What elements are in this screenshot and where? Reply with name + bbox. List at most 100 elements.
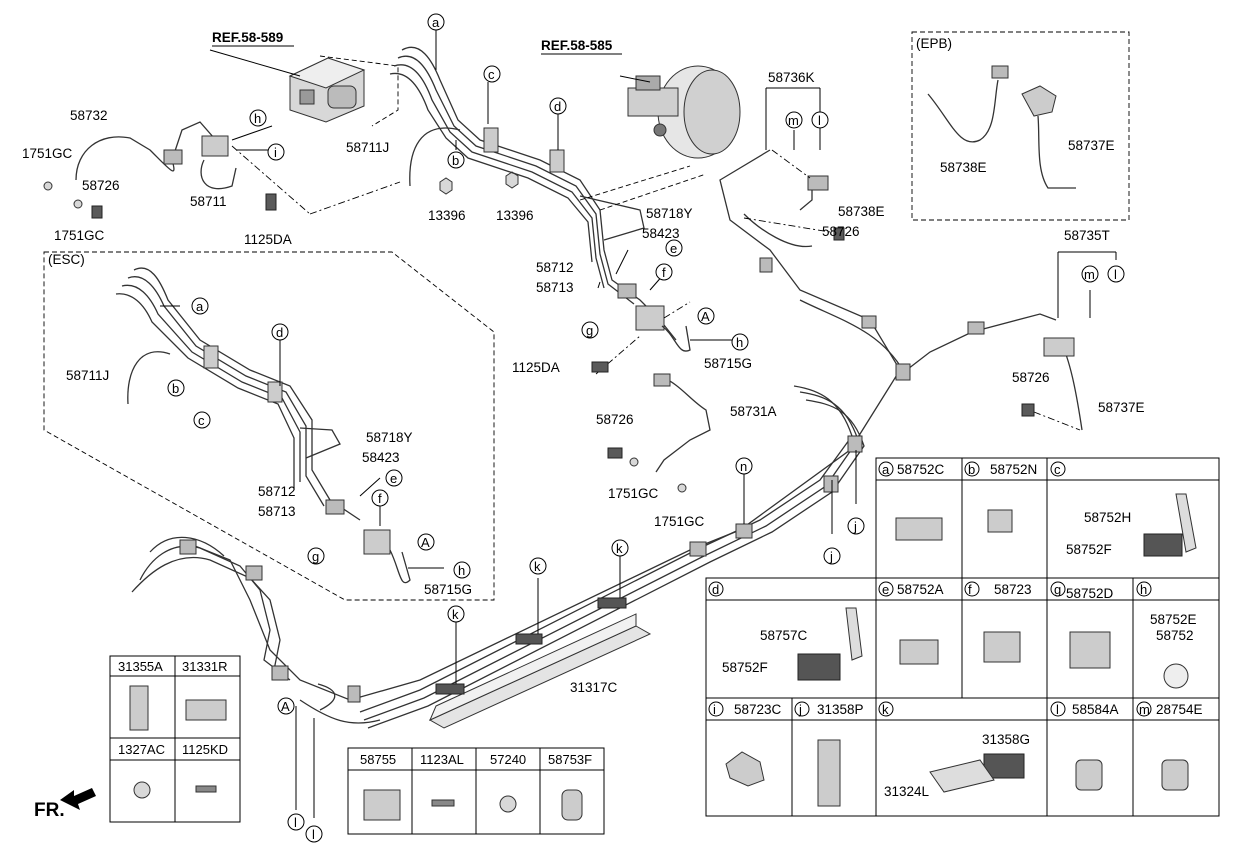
pipe-clip — [967, 321, 985, 335]
clip-e-esc — [325, 499, 345, 515]
callout-h-esc: h — [458, 563, 465, 578]
legend-callout — [878, 461, 894, 477]
legend-g-letter: g — [1054, 582, 1061, 597]
clip-31355a — [129, 685, 149, 731]
callout-l4: l — [312, 827, 315, 842]
clip-58752e — [1163, 663, 1189, 689]
leader — [599, 173, 707, 211]
label-58711j-top: 58711J — [346, 140, 389, 155]
legend-m-part: 28754E — [1156, 702, 1203, 717]
pipe-58732 — [75, 121, 215, 181]
bolt-1125da-b — [591, 361, 609, 373]
callout-g-esc: g — [312, 549, 319, 564]
bracket-58752h — [1175, 493, 1197, 553]
legend-callout — [708, 701, 724, 717]
epb-group-outline — [911, 31, 1130, 221]
legend-j-part: 31358P — [817, 702, 864, 717]
callout-a: a — [432, 15, 440, 30]
label-1751gc-a: 1751GC — [22, 146, 73, 161]
clip-k — [515, 633, 543, 645]
callout-A-bottom: A — [281, 699, 290, 714]
block-f — [635, 305, 665, 331]
legend-grid — [705, 457, 1220, 817]
clip-k — [435, 683, 465, 695]
bracket-d-esc — [267, 381, 283, 403]
legend-c-part-2: 58752F — [1066, 542, 1112, 557]
leader — [663, 301, 691, 319]
callout-d: d — [554, 99, 561, 114]
pipe-clip — [823, 475, 839, 493]
legend-callout — [1050, 581, 1066, 597]
bolt-58726-d — [607, 447, 623, 459]
label-58726-c: 58726 — [1012, 370, 1050, 385]
callout-b-esc: b — [172, 381, 179, 396]
bottom-parts-table — [347, 747, 605, 835]
label-58718y-top: 58718Y — [646, 206, 693, 221]
nut-13396-a — [439, 177, 453, 195]
callout-f: f — [662, 265, 666, 280]
callout-A: A — [701, 309, 710, 324]
pipe-clip — [759, 257, 773, 273]
cap-58753f — [561, 789, 583, 821]
legend-k-part-2: 31324L — [884, 784, 930, 799]
epb-bracket — [1021, 85, 1057, 117]
bracket-d — [549, 149, 565, 173]
table-1123al: 1123AL — [420, 752, 464, 767]
leader — [579, 165, 691, 201]
bracket-c-esc — [203, 345, 219, 369]
label-58423-esc: 58423 — [362, 450, 400, 465]
front-arrow — [60, 788, 96, 810]
callout-f-esc: f — [378, 491, 382, 506]
hose-bracket — [1043, 337, 1075, 357]
table-58753f: 58753F — [548, 752, 592, 767]
legend-callout — [1050, 701, 1066, 717]
clip-58752f-d — [797, 653, 841, 681]
callout-j2: j — [853, 519, 857, 534]
leader — [595, 335, 641, 375]
leader — [771, 149, 811, 179]
legend-d-part-2: 58752F — [722, 660, 768, 675]
bolt-1125kd — [195, 785, 217, 793]
callout-e-esc: e — [390, 471, 397, 486]
callout-n: n — [740, 459, 747, 474]
legend-callout — [964, 581, 980, 597]
pipe-bracket — [201, 135, 229, 157]
callout-l3: l — [294, 815, 297, 830]
bolt-1751gc — [43, 181, 53, 191]
clip-58752f — [1143, 533, 1183, 557]
bolt-58726-c — [1021, 403, 1035, 417]
pipe-clip — [245, 565, 263, 581]
epb-clip — [991, 65, 1009, 79]
legend-g-part: 58752D — [1066, 586, 1114, 601]
label-58738e-epb: 58738E — [940, 160, 987, 175]
block-f-esc — [363, 529, 391, 555]
callout-A-esc: A — [421, 535, 430, 550]
legend-callout — [878, 701, 894, 717]
front-left-pipes — [131, 536, 291, 681]
legend-b-letter: b — [968, 462, 975, 477]
legend-d-part-1: 58757C — [760, 628, 808, 643]
legend-callout — [708, 581, 724, 597]
callout-i: i — [274, 145, 277, 160]
bracket-c — [483, 127, 499, 153]
left-parts-table — [109, 655, 241, 823]
clip-e — [617, 283, 637, 299]
ref-58-585: REF.58-585 — [541, 38, 613, 53]
pipe-clip — [179, 539, 197, 555]
callout-g: g — [586, 323, 593, 338]
legend-c-letter: c — [1054, 462, 1061, 477]
pipe-clip — [163, 149, 183, 165]
legend-callout — [878, 581, 894, 597]
grommet-28754e — [1161, 759, 1189, 791]
label-58726-d: 58726 — [596, 412, 634, 427]
label-58735t: 58735T — [1064, 228, 1110, 243]
table-57240: 57240 — [490, 752, 526, 767]
label-58726-a: 58726 — [82, 178, 120, 193]
label-1125da-a: 1125DA — [244, 232, 292, 247]
bracket-31324l — [929, 759, 995, 793]
callout-l2: l — [1114, 267, 1117, 282]
label-13396-b: 13396 — [496, 208, 534, 223]
pipe-clip — [653, 373, 671, 387]
table-1327ac: 1327AC — [118, 742, 165, 757]
callout-c-esc: c — [198, 413, 205, 428]
